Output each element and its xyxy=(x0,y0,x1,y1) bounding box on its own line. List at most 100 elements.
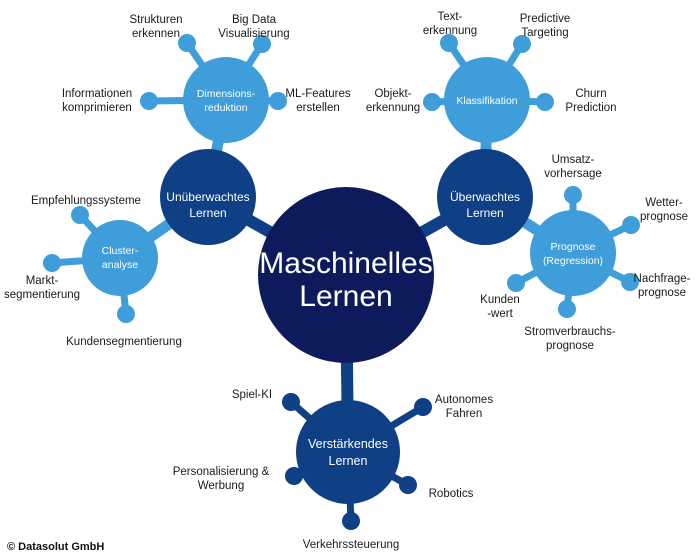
label-objekterkennung-line: Objekt- xyxy=(374,88,411,100)
leaf-dot xyxy=(507,274,525,292)
classification-label: Klassifikation xyxy=(456,95,517,107)
leaf-dot xyxy=(285,467,303,485)
label-empfehlungssysteme: Empfehlungssysteme xyxy=(31,195,141,207)
leaf-dot xyxy=(558,300,576,318)
label-nachfrageprognose-line: Nachfrage- xyxy=(634,273,691,285)
label-verkehrssteuerung: Verkehrssteuerung xyxy=(303,539,400,551)
label-stromverbrauchsprognose: Stromverbrauchs-prognose xyxy=(524,326,616,352)
cluster-label-line: Cluster- xyxy=(102,245,139,257)
label-texterkennung-line: Text- xyxy=(438,11,463,23)
label-autonomes-fahren-line: Fahren xyxy=(446,408,482,420)
leaf-dot xyxy=(117,305,135,323)
dimred-label-line: Dimensions- xyxy=(197,88,256,100)
leaf-dot xyxy=(536,93,554,111)
label-wetterprognose-line: prognose xyxy=(640,211,688,223)
label-personalisierung-werbung: Personalisierung &Werbung xyxy=(173,466,270,492)
regression-node xyxy=(530,210,616,296)
reinforcement-label-line: Verstärkendes xyxy=(308,437,388,451)
leaf-dot xyxy=(414,398,432,416)
classification-node xyxy=(444,57,530,143)
label-marktsegmentierung-line: Markt- xyxy=(26,275,59,287)
label-churn-prediction-line: Churn xyxy=(575,88,606,100)
leaf-dot xyxy=(178,34,196,52)
label-informationen-komprimieren-line: Informationen xyxy=(62,88,132,100)
label-wetterprognose: Wetter-prognose xyxy=(640,197,688,223)
dimred-label-line: reduktion xyxy=(204,102,247,114)
label-objekterkennung-line: erkennung xyxy=(366,102,420,114)
label-strukturen-erkennen-line: Strukturen xyxy=(129,14,182,26)
leaf-dot xyxy=(622,216,640,234)
label-umsatzvorhersage-line: Umsatz- xyxy=(552,154,595,166)
label-marktsegmentierung-line: segmentierung xyxy=(4,289,80,301)
leaf-dot xyxy=(564,186,582,204)
leaf-dot xyxy=(253,35,271,53)
label-ml-features-erstellen-line: erstellen xyxy=(296,102,339,114)
label-empfehlungssysteme-line: Empfehlungssysteme xyxy=(31,195,141,207)
center-label-line: Lernen xyxy=(299,280,392,313)
leaf-dot xyxy=(140,92,158,110)
unsupervised-node xyxy=(160,149,256,245)
label-texterkennung-line: erkennung xyxy=(423,25,477,37)
label-autonomes-fahren-line: Autonomes xyxy=(435,394,493,406)
label-nachfrageprognose: Nachfrage-prognose xyxy=(634,273,691,299)
label-texterkennung: Text-erkennung xyxy=(423,11,477,37)
label-robotics: Robotics xyxy=(429,488,474,500)
unsupervised-label-line: Unüberwachtes xyxy=(166,190,249,204)
label-strukturen-erkennen: Strukturen erkennen xyxy=(129,14,182,40)
leaf-dot xyxy=(399,476,417,494)
regression-label-line: (Regression) xyxy=(543,255,603,267)
supervised-node xyxy=(437,149,533,245)
label-verkehrssteuerung-line: Verkehrssteuerung xyxy=(303,539,400,551)
regression-label: Prognose (Regression) xyxy=(543,241,603,267)
label-spiel-ki: Spiel-KI xyxy=(232,389,272,401)
leaf-dot xyxy=(423,93,441,111)
label-big-data-visualisierung-line: Big Data xyxy=(232,14,277,26)
label-nachfrageprognose-line: prognose xyxy=(638,287,686,299)
label-ml-features-erstellen-line: ML-Features xyxy=(285,88,350,100)
leaf-dot xyxy=(43,254,61,272)
cluster-node xyxy=(82,220,158,296)
label-stromverbrauchsprognose-line: prognose xyxy=(546,340,594,352)
label-spiel-ki-line: Spiel-KI xyxy=(232,389,272,401)
label-stromverbrauchsprognose-line: Stromverbrauchs- xyxy=(524,326,616,338)
regression-label-line: Prognose xyxy=(551,241,596,253)
leaf-dot xyxy=(621,273,639,291)
copyright-notice: © Datasolut GmbH xyxy=(7,541,105,553)
cluster-label: Cluster-analyse xyxy=(102,245,139,271)
label-strukturen-erkennen-line: erkennen xyxy=(132,28,180,40)
label-informationen-komprimieren-line: komprimieren xyxy=(62,102,132,114)
label-ml-features-erstellen: ML-Features erstellen xyxy=(285,88,350,114)
label-kundensegmentierung: Kundensegmentierung xyxy=(66,336,182,348)
center-node xyxy=(258,187,434,363)
leaf-dot xyxy=(513,35,531,53)
label-marktsegmentierung: Markt-segmentierung xyxy=(4,275,80,301)
label-big-data-visualisierung-line: Visualisierung xyxy=(218,28,289,40)
reinforcement-label-line: Lernen xyxy=(329,454,368,468)
label-robotics-line: Robotics xyxy=(429,488,474,500)
label-churn-prediction-line: Prediction xyxy=(565,102,616,114)
label-umsatzvorhersage-line: vorhersage xyxy=(544,168,602,180)
dimred-node xyxy=(183,57,269,143)
label-umsatzvorhersage: Umsatz-vorhersage xyxy=(544,154,602,180)
supervised-label-line: Lernen xyxy=(466,206,503,220)
label-informationen-komprimieren: Informationen komprimieren xyxy=(62,88,132,114)
label-personalisierung-werbung-line: Werbung xyxy=(198,480,244,492)
leaf-dot xyxy=(269,92,287,110)
label-objekterkennung: Objekt-erkennung xyxy=(366,88,420,114)
leaf-dot xyxy=(282,393,300,411)
label-kundenwert-line: Kunden xyxy=(480,294,520,306)
label-predictive-targeting-line: Targeting xyxy=(521,27,568,39)
leaf-dot xyxy=(342,512,360,530)
label-predictive-targeting-line: Predictive xyxy=(520,13,571,25)
supervised-label-line: Überwachtes xyxy=(450,190,520,204)
